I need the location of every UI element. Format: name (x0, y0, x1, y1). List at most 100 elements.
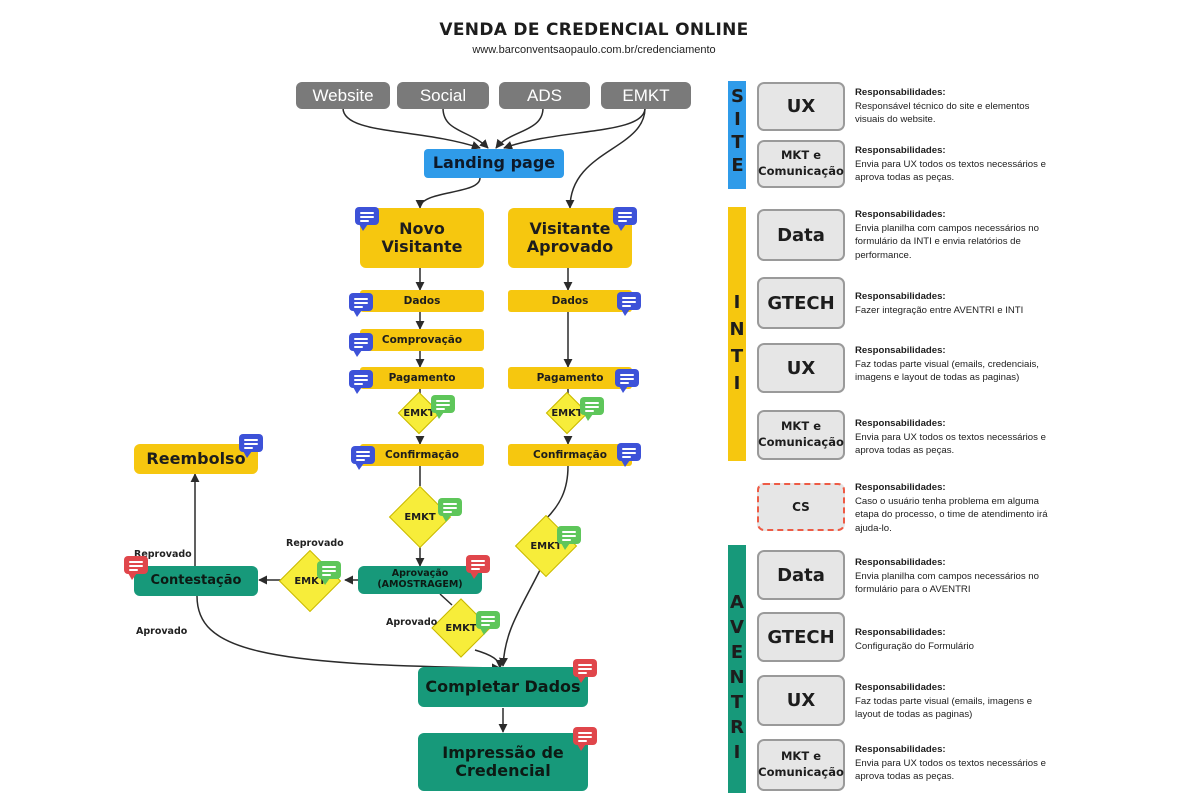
comment-icon[interactable] (355, 207, 379, 231)
role-inti-ux: UX (757, 343, 845, 393)
edge-label-aprovado-amostragem: Aprovado (386, 617, 438, 628)
edge-emkt-aprovado (565, 107, 646, 209)
aventri-band (728, 545, 746, 793)
edge-landing-novo (415, 177, 481, 209)
aprovacao-node: Aprovação (AMOSTRAGEM) (358, 566, 482, 594)
comment-icon[interactable] (239, 434, 263, 458)
desc-text: Responsável técnico do site e elementos … (855, 100, 1030, 126)
desc-heading: Responsabilidades: (855, 744, 946, 755)
edge-website-landing (342, 107, 481, 150)
comprovacao-node: Comprovação (360, 329, 484, 351)
emkt-diamond-aprovado-confirmacao: EMKT (514, 514, 578, 578)
desc-text: Envia para UX todos os textos necessário… (855, 431, 1046, 457)
edge-label-aprovado-contestacao: Aprovado (136, 626, 188, 637)
desc-text: Faz todas parte visual (emails, credenci… (855, 358, 1039, 384)
comment-icon[interactable] (613, 207, 637, 231)
emkt-diamond-novo-pagamento: EMKT (397, 391, 441, 435)
desc-heading: Responsabilidades: (855, 209, 946, 220)
comment-icon[interactable] (580, 397, 604, 421)
role-site-mkt: MKT e Comunicação (757, 140, 845, 188)
edge-ads-landing (495, 107, 544, 149)
role-aventri-gtech: GTECH (757, 612, 845, 662)
source-emkt: EMKT (601, 82, 691, 109)
desc-cs: Responsabilidades: Caso o usuário tenha p… (855, 481, 1055, 535)
comment-icon[interactable] (431, 395, 455, 419)
role-aventri-data: Data (757, 550, 845, 600)
emkt-label: EMKT (404, 511, 436, 523)
inti-band-label: INTI (726, 292, 748, 400)
role-site-ux: UX (757, 82, 845, 131)
comment-icon[interactable] (351, 446, 375, 470)
role-inti-data: Data (757, 209, 845, 261)
desc-inti-data: Responsabilidades:Envia planilha com cam… (855, 208, 1055, 262)
desc-aventri-data: Responsabilidades:Envia planilha com cam… (855, 556, 1055, 597)
visitante-aprovado-line2: Aprovado (526, 237, 614, 256)
comment-icon[interactable] (124, 556, 148, 580)
comment-icon[interactable] (617, 292, 641, 316)
site-band-label: SITE (727, 86, 748, 178)
desc-text: Configuração do Formulário (855, 640, 974, 652)
aprovado-pagamento-node: Pagamento (508, 367, 632, 389)
comment-icon[interactable] (317, 561, 341, 585)
role-inti-gtech: GTECH (757, 277, 845, 329)
comment-icon[interactable] (349, 293, 373, 317)
desc-heading: Responsabilidades: (855, 682, 946, 693)
emkt-label: EMKT (403, 407, 435, 419)
edge-label-reprovado-contestacao: Reprovado (134, 549, 192, 560)
inti-band-text: INTI (726, 292, 748, 400)
desc-text: Fazer integração entre AVENTRI e INTI (855, 304, 1024, 316)
visitante-aprovado-line1: Visitante (529, 218, 611, 238)
site-band (728, 81, 746, 189)
desc-site-mkt: Responsabilidades:Envia para UX todos os… (855, 144, 1055, 185)
novo-visitante-node: Novo Visitante (360, 208, 484, 268)
desc-heading: Responsabilidades: (855, 482, 946, 493)
comment-icon[interactable] (349, 333, 373, 357)
role-aventri-mkt: MKT e Comunicação (757, 739, 845, 791)
emkt-label: EMKT (294, 575, 326, 587)
aprovado-dados-node: Dados (508, 290, 632, 312)
desc-text: Envia para UX todos os textos necessário… (855, 158, 1046, 184)
role-inti-mkt: MKT e Comunicação (757, 410, 845, 460)
aventri-band-label: AVENTRI (727, 592, 748, 767)
emkt-label: EMKT (551, 407, 583, 419)
desc-inti-mkt: Responsabilidades: Envia para UX todos os… (855, 417, 1055, 458)
aprovado-confirmacao-node: Confirmação (508, 444, 632, 466)
novo-pagamento-node: Pagamento (360, 367, 484, 389)
comment-icon[interactable] (476, 611, 500, 635)
aprovacao-line2: (AMOSTRAGEM) (377, 579, 463, 590)
desc-heading: Responsabilidades: (855, 345, 946, 356)
comment-icon[interactable] (438, 498, 462, 522)
source-social: Social (397, 82, 489, 109)
desc-heading: Responsabilidades: (855, 291, 946, 302)
role-aventri-ux: UX (757, 675, 845, 726)
comment-icon[interactable] (557, 526, 581, 550)
comment-icon[interactable] (466, 555, 490, 579)
desc-heading: Responsabilidades: (855, 418, 946, 429)
emkt-label: EMKT (445, 622, 477, 634)
desc-text: Caso o usuário tenha problema em alguma … (855, 495, 1048, 534)
desc-inti-gtech: Responsabilidades: Fazer integração entre… (855, 290, 1055, 317)
role-cs: CS (757, 483, 845, 531)
visitante-aprovado-node: Visitante Aprovado (508, 208, 632, 268)
emkt-diamond-reprovado: EMKT (278, 549, 342, 613)
site-band-text: SITE (727, 86, 748, 178)
comment-icon[interactable] (617, 443, 641, 467)
emkt-diamond-aprovado-amostragem: EMKT (431, 598, 491, 658)
diagram-subtitle: www.barconventsaopaulo.com.br/credenciam… (472, 44, 716, 56)
source-website: Website (296, 82, 390, 109)
comment-icon[interactable] (573, 659, 597, 683)
edge-social-landing (442, 107, 489, 149)
comment-icon[interactable] (573, 727, 597, 751)
completar-dados-node: Completar Dados (418, 667, 588, 707)
landing-page-node: Landing page (424, 149, 564, 178)
desc-heading: Responsabilidades: (855, 557, 946, 568)
edge-label-reprovado: Reprovado (286, 538, 344, 549)
novo-confirmacao-node: Confirmação (360, 444, 484, 466)
desc-aventri-mkt: Responsabilidades:Envia para UX todos os… (855, 743, 1055, 784)
desc-heading: Responsabilidades: (855, 87, 946, 98)
source-ads: ADS (499, 82, 590, 109)
comment-icon[interactable] (349, 370, 373, 394)
comment-icon[interactable] (615, 369, 639, 393)
novo-dados-node: Dados (360, 290, 484, 312)
